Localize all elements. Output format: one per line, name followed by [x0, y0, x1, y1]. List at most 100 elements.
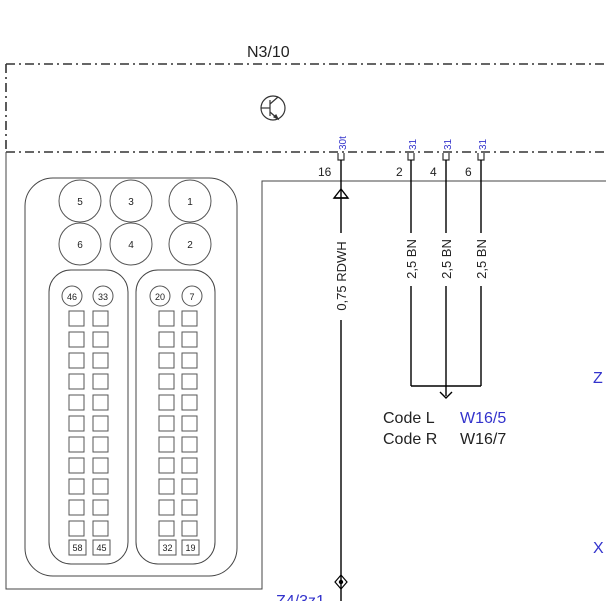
connector-cell-labeled — [68, 539, 87, 556]
connector-cell — [68, 415, 85, 432]
connector-cell — [68, 310, 85, 327]
connector-cell — [158, 373, 175, 390]
connector-cell — [181, 352, 198, 369]
connector-cell — [158, 394, 175, 411]
connector-cell — [68, 499, 85, 516]
connector-cell-labeled — [158, 539, 177, 556]
connector-pin-number: 46 — [67, 292, 77, 302]
connector-cell — [68, 520, 85, 537]
connector-cell — [68, 436, 85, 453]
pin-number-4: 4 — [430, 165, 437, 179]
connector-pin-number: 4 — [128, 240, 134, 251]
connector-cell — [92, 436, 109, 453]
connector-cell — [181, 310, 198, 327]
connector-cell — [158, 352, 175, 369]
code-label-r: Code R — [383, 431, 437, 448]
pin-label-31-b: 31 — [443, 138, 454, 150]
connector-cell — [68, 331, 85, 348]
connector-pin-number: 2 — [187, 240, 193, 251]
module-label: N3/10 — [247, 44, 290, 61]
connector-pin — [109, 179, 153, 223]
connector-cell-labeled — [181, 539, 200, 556]
connector-pin — [181, 285, 203, 307]
connector-cell — [92, 394, 109, 411]
connector-pin-number: 58 — [72, 543, 82, 553]
connector-pin-number: 19 — [185, 543, 195, 553]
connector-cell — [68, 457, 85, 474]
connector-cell — [181, 457, 198, 474]
bottom-connector-ref[interactable]: Z4/3z1 — [276, 593, 325, 601]
module-boundary — [5, 63, 606, 153]
splice-arrow-icon — [332, 187, 453, 399]
connector-pin-cells: 58 45 32 19 — [68, 310, 200, 556]
connector-cell — [181, 520, 198, 537]
connector-pin-number: 45 — [96, 543, 106, 553]
connector-cell — [158, 310, 175, 327]
connector-cell — [158, 478, 175, 495]
connector-cell — [158, 457, 175, 474]
connector-cell — [92, 520, 109, 537]
pin-terminals — [337, 153, 485, 161]
connector-cell — [181, 499, 198, 516]
connector-cell — [68, 373, 85, 390]
connector-cell — [181, 478, 198, 495]
connector-large-pins: 5 3 1 6 4 2 — [58, 179, 212, 266]
connector-cell — [92, 457, 109, 474]
connector-cell — [158, 415, 175, 432]
connector-cell — [158, 520, 175, 537]
edge-mark-z[interactable]: Z — [593, 370, 603, 387]
connector-cell — [92, 478, 109, 495]
code-ref-w16-7: W16/7 — [460, 431, 506, 448]
connector-pin-number: 7 — [189, 292, 194, 302]
wire-label-bn-1: 2,5 BN — [404, 239, 419, 279]
transistor-icon — [260, 95, 286, 121]
connector-housing — [5, 152, 606, 590]
pin-label-30t: 30t — [338, 136, 349, 150]
connector-cell-labeled — [92, 539, 111, 556]
connector-cell — [158, 436, 175, 453]
wire-label-bn-2: 2,5 BN — [439, 239, 454, 279]
connector-cell — [181, 331, 198, 348]
code-ref-w16-5[interactable]: W16/5 — [460, 410, 506, 427]
connector-cell — [158, 499, 175, 516]
connector-cell — [92, 331, 109, 348]
connector-cell — [68, 478, 85, 495]
connector-pin-number: 32 — [162, 543, 172, 553]
connector-pin-number: 20 — [155, 292, 165, 302]
connector-diamond-icon — [334, 574, 348, 590]
connector-cell — [181, 373, 198, 390]
connector-pin-number: 33 — [98, 292, 108, 302]
connector-small-pins: 46 33 20 7 — [61, 285, 203, 307]
wire-label-bn-3: 2,5 BN — [474, 239, 489, 279]
connector-pin — [92, 285, 114, 307]
connector-cell — [92, 310, 109, 327]
connector-cell — [158, 331, 175, 348]
pin-number-6: 6 — [465, 165, 472, 179]
connector-cell — [92, 415, 109, 432]
pin-label-31-c: 31 — [478, 138, 489, 150]
connector-pin — [58, 222, 102, 266]
connector-pin-number: 3 — [128, 197, 134, 208]
connector-pin — [168, 222, 212, 266]
pin-number-2: 2 — [396, 165, 403, 179]
connector-pin — [61, 285, 83, 307]
connector-pin — [58, 179, 102, 223]
connector-cell — [181, 436, 198, 453]
connector-pin — [109, 222, 153, 266]
connector-cell — [92, 373, 109, 390]
connector-pin-number: 1 — [187, 197, 193, 208]
pin-label-31-a: 31 — [408, 138, 419, 150]
pin-number-16: 16 — [318, 165, 332, 179]
connector-cell — [68, 394, 85, 411]
connector-pin — [168, 179, 212, 223]
code-label-l: Code L — [383, 410, 435, 427]
wire-lines — [340, 160, 482, 601]
edge-mark-x[interactable]: X — [593, 540, 604, 557]
connector-pin-number: 6 — [77, 240, 83, 251]
wire-label-rdwh: 0,75 RDWH — [334, 241, 349, 310]
connector-pin — [149, 285, 171, 307]
connector-cell — [92, 499, 109, 516]
connector-pin-number: 5 — [77, 197, 83, 208]
connector-cell — [92, 352, 109, 369]
